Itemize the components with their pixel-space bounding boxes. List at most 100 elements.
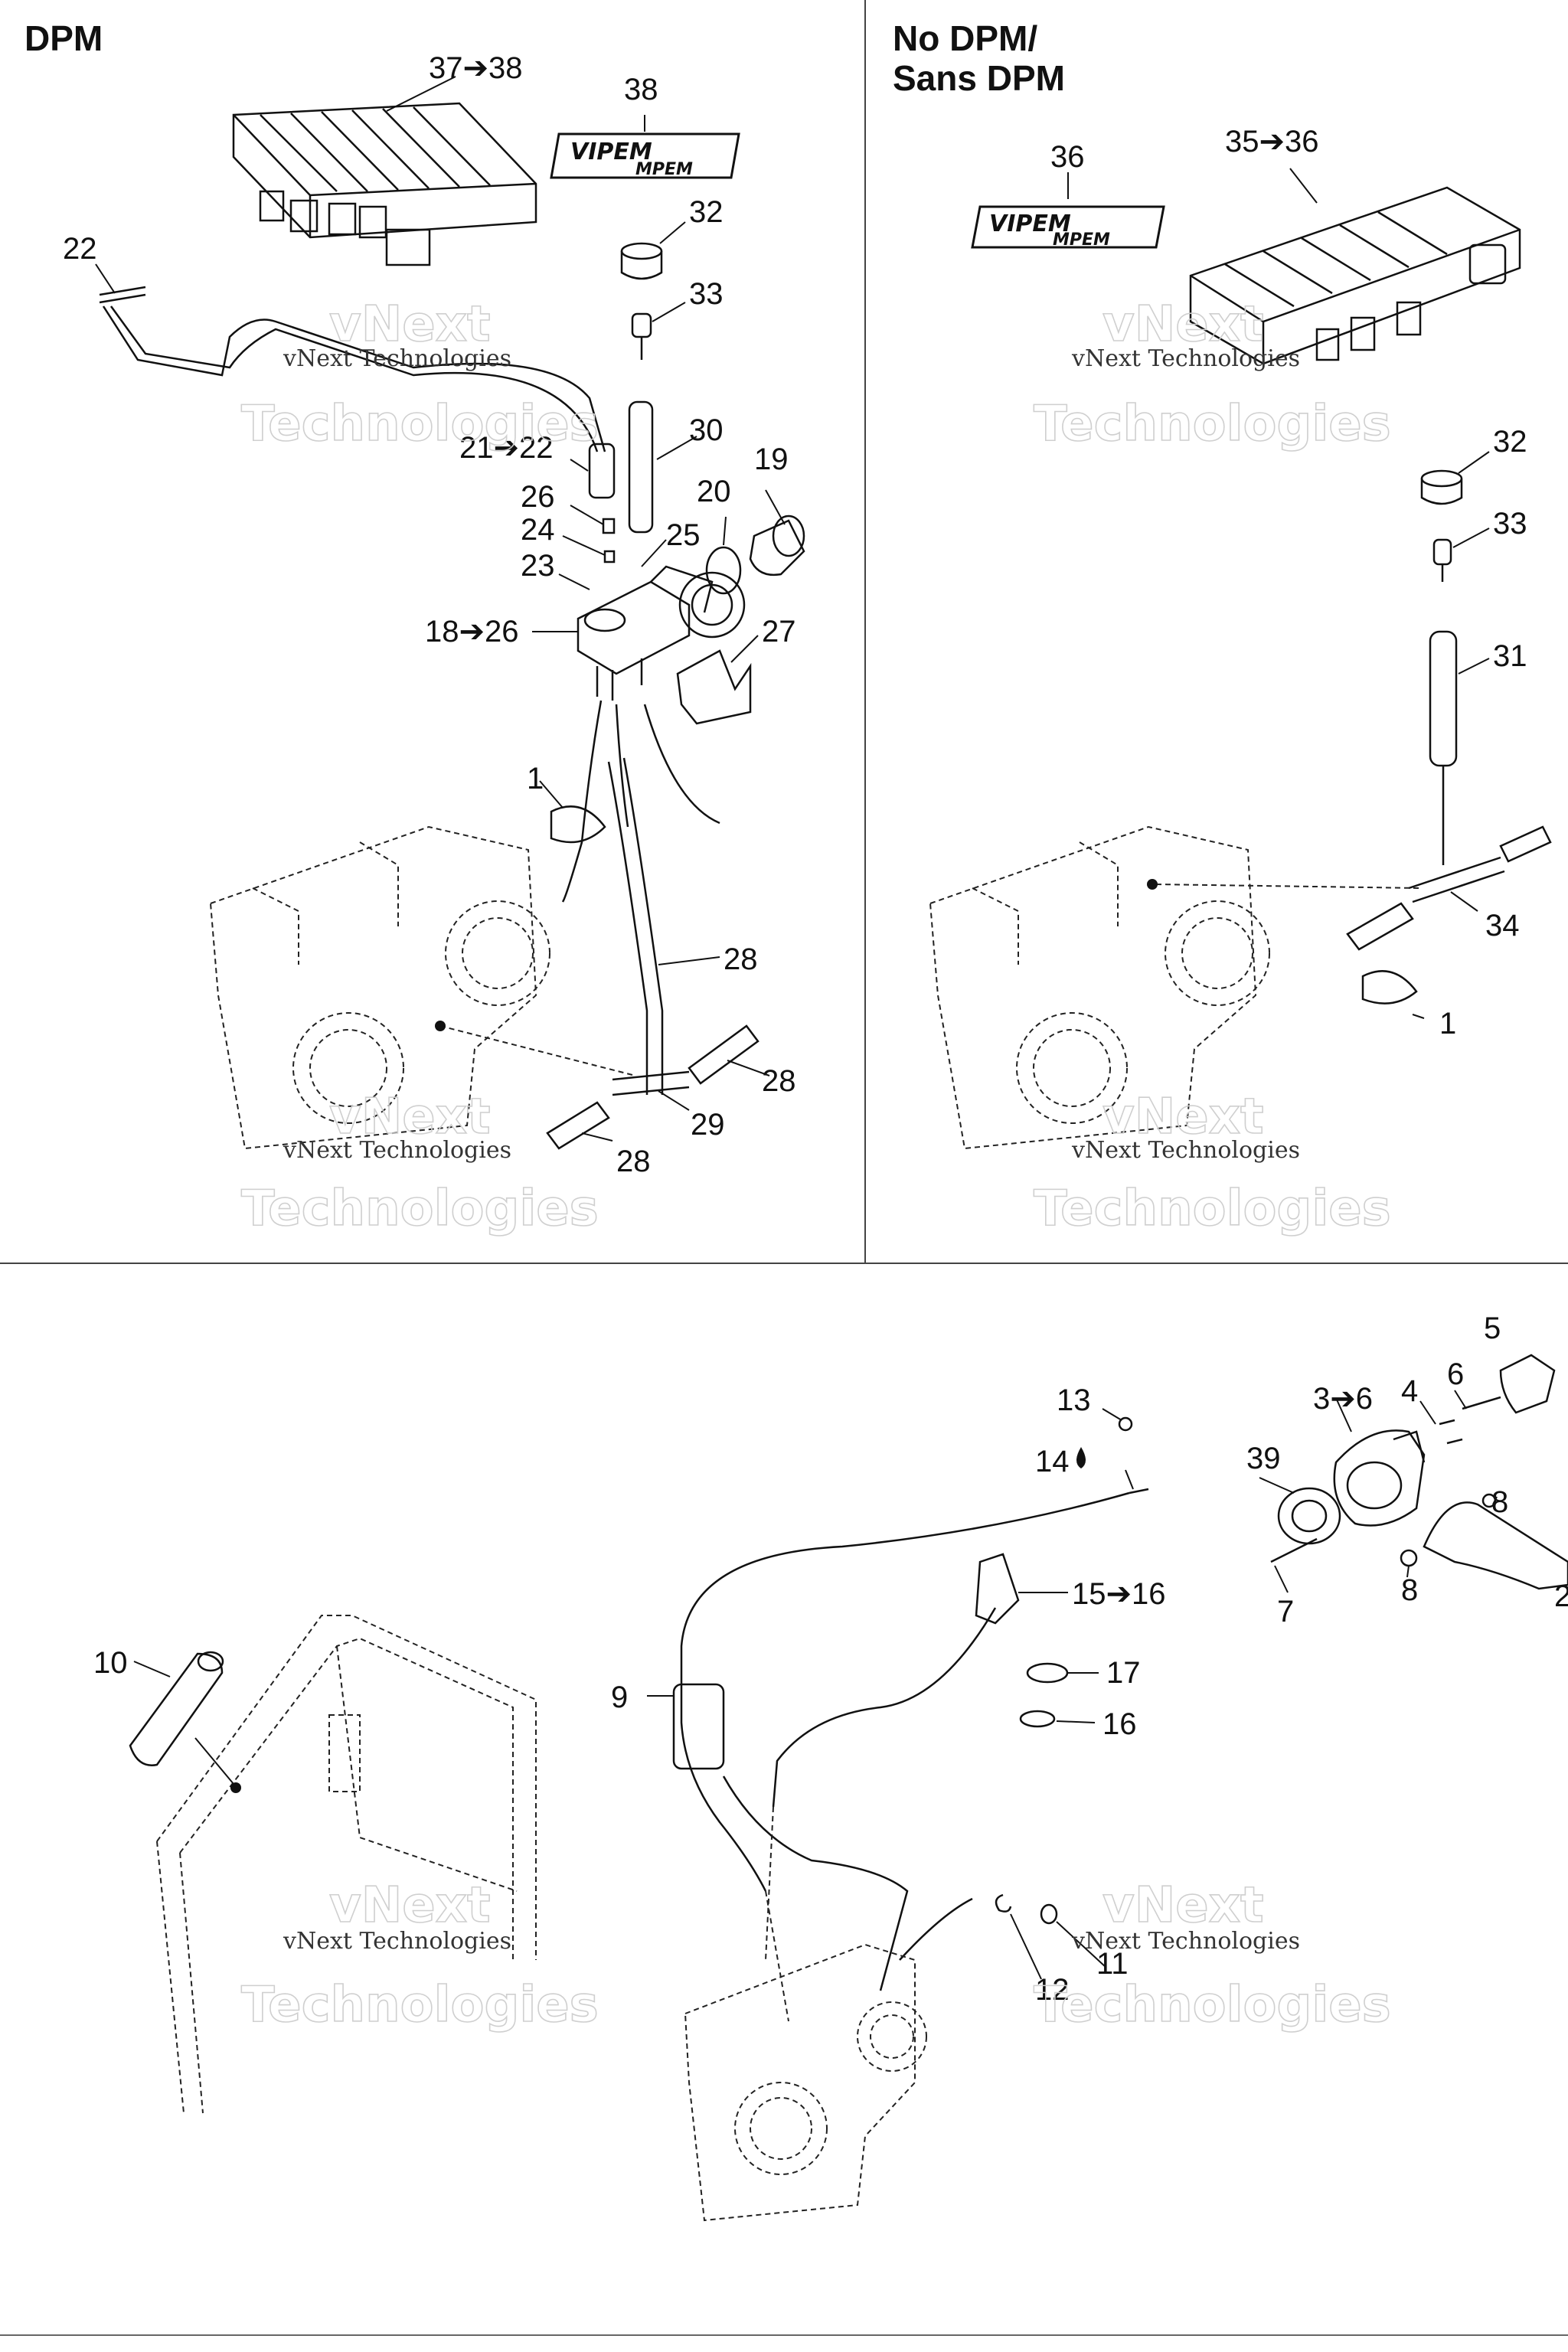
callout-34: 34 xyxy=(1485,909,1520,942)
t-fitting-34 xyxy=(1346,766,1552,951)
throttle-housing-3-6 xyxy=(1333,1429,1426,1527)
callout-10: 10 xyxy=(93,1646,128,1680)
svg-text:Technologies: Technologies xyxy=(1034,396,1391,452)
clip-12 xyxy=(995,1893,1012,1913)
callout-32: 32 xyxy=(689,195,724,229)
screw-6 xyxy=(1462,1396,1501,1410)
svg-text:vNext Technologies: vNext Technologies xyxy=(1071,1137,1300,1164)
callout-13: 13 xyxy=(1057,1383,1091,1417)
vipem-logo-dpm: VIPEM MPEM xyxy=(550,132,740,179)
callout-28-lower: 28 xyxy=(616,1145,651,1178)
tube-31 xyxy=(1429,630,1458,767)
rubber-cap-32 xyxy=(620,242,663,280)
bracket-27 xyxy=(676,649,752,725)
grip-10 xyxy=(129,1651,224,1766)
fitting-33 xyxy=(631,312,652,360)
callout-36: 36 xyxy=(1050,140,1085,174)
nut-17 xyxy=(1026,1662,1069,1684)
choke-lever-15-16 xyxy=(975,1553,1020,1625)
connector-19 xyxy=(749,514,805,577)
callout-17: 17 xyxy=(1106,1656,1141,1690)
callout-1-dpm: 1 xyxy=(527,762,544,795)
svg-text:vNext: vNext xyxy=(329,1877,491,1934)
svg-text:vNext Technologies: vNext Technologies xyxy=(283,1928,511,1955)
callout-33-no-dpm: 33 xyxy=(1493,507,1527,541)
switch-5 xyxy=(1499,1354,1556,1414)
section-title-no-dpm-line2: Sans DPM xyxy=(893,58,1065,98)
svg-text:vNext Technologies: vNext Technologies xyxy=(283,1137,511,1164)
logo-text-bottom-2: MPEM xyxy=(1053,230,1110,250)
callout-4: 4 xyxy=(1401,1374,1418,1408)
svg-text:vNext: vNext xyxy=(329,296,491,353)
section-title-dpm: DPM xyxy=(24,18,103,58)
leader-lines xyxy=(95,76,1498,1980)
logo-text-bottom: MPEM xyxy=(635,160,693,179)
reel-39 xyxy=(1277,1487,1341,1545)
screw-8-lower xyxy=(1400,1549,1418,1567)
clip-23 xyxy=(583,608,626,632)
callout-26: 26 xyxy=(521,480,555,514)
callout-18-26: 18➔26 xyxy=(425,615,519,648)
callout-5: 5 xyxy=(1484,1312,1501,1345)
screw-24 xyxy=(603,550,616,564)
rubber-cap-32-no-dpm xyxy=(1420,469,1463,505)
hose-28-vertical xyxy=(607,757,664,1057)
callout-32-no-dpm: 32 xyxy=(1493,425,1527,459)
callout-39: 39 xyxy=(1246,1442,1281,1475)
callout-8-upper: 8 xyxy=(1491,1485,1508,1519)
callout-24: 24 xyxy=(521,513,555,547)
callout-7: 7 xyxy=(1277,1595,1294,1628)
tube-30 xyxy=(628,400,654,534)
t-fitting-29 xyxy=(612,1057,690,1096)
throttle-lever-2 xyxy=(1423,1501,1568,1590)
vipem-logo-no-dpm: VIPEM MPEM xyxy=(971,205,1165,250)
carburetor-block-dpm xyxy=(209,825,550,1150)
callout-31: 31 xyxy=(1493,639,1527,673)
ecu-module-dpm xyxy=(232,102,537,266)
callout-25: 25 xyxy=(666,518,701,552)
throttle-cable-9 xyxy=(672,1488,1149,1991)
screw-7 xyxy=(1270,1537,1318,1563)
callout-23: 23 xyxy=(521,549,555,583)
nut-13 xyxy=(1118,1416,1133,1432)
hose-upper-c xyxy=(643,704,720,825)
ecu-module-no-dpm xyxy=(1189,186,1521,365)
callout-9: 9 xyxy=(611,1681,628,1714)
callout-2: 2 xyxy=(1554,1579,1568,1613)
watermark-3: vNext Technologies vNext Technologies xyxy=(240,1088,599,1238)
callout-27: 27 xyxy=(762,615,796,648)
callout-1-no-dpm: 1 xyxy=(1439,1007,1456,1040)
carburetor-block-no-dpm xyxy=(929,825,1270,1150)
screw-26 xyxy=(602,518,616,534)
watermark-6: vNext Technologies vNext Technologies xyxy=(1033,1877,1391,2034)
watermark-5: vNext Technologies vNext Technologies xyxy=(240,1877,599,2034)
callout-20: 20 xyxy=(697,475,731,508)
logo-text-top: VIPEM xyxy=(570,139,652,165)
carburetor-block-bottom xyxy=(684,1806,927,2222)
gasket-1-no-dpm xyxy=(1361,970,1418,1004)
dash-line-dpm xyxy=(439,1025,636,1076)
screw-4 xyxy=(1439,1419,1463,1445)
callout-30: 30 xyxy=(689,413,724,447)
callout-29: 29 xyxy=(691,1108,725,1142)
callout-14: 14 xyxy=(1035,1445,1070,1478)
washer-11 xyxy=(1040,1903,1058,1925)
sensor-21-22 xyxy=(588,443,616,499)
callout-8-lower: 8 xyxy=(1401,1573,1418,1607)
callout-28-right: 28 xyxy=(762,1064,796,1098)
callout-38: 38 xyxy=(624,73,658,106)
svg-text:Technologies: Technologies xyxy=(1034,1181,1391,1237)
solenoid-assembly-18-26 xyxy=(577,518,746,701)
svg-text:vNext Technologies: vNext Technologies xyxy=(1071,1928,1300,1955)
pointer-arrow xyxy=(899,1897,973,1961)
svg-text:Technologies: Technologies xyxy=(241,1977,599,2034)
hose-28-right xyxy=(688,1024,760,1085)
callout-6: 6 xyxy=(1447,1357,1464,1391)
choke-cable xyxy=(772,1607,997,1808)
svg-text:vNext: vNext xyxy=(1102,296,1264,353)
callout-3-6: 3➔6 xyxy=(1313,1382,1373,1416)
wire-harness-22 xyxy=(99,286,616,499)
o-ring-20 xyxy=(705,546,742,595)
svg-text:vNext Technologies: vNext Technologies xyxy=(283,345,511,372)
washer-16 xyxy=(1019,1710,1056,1728)
